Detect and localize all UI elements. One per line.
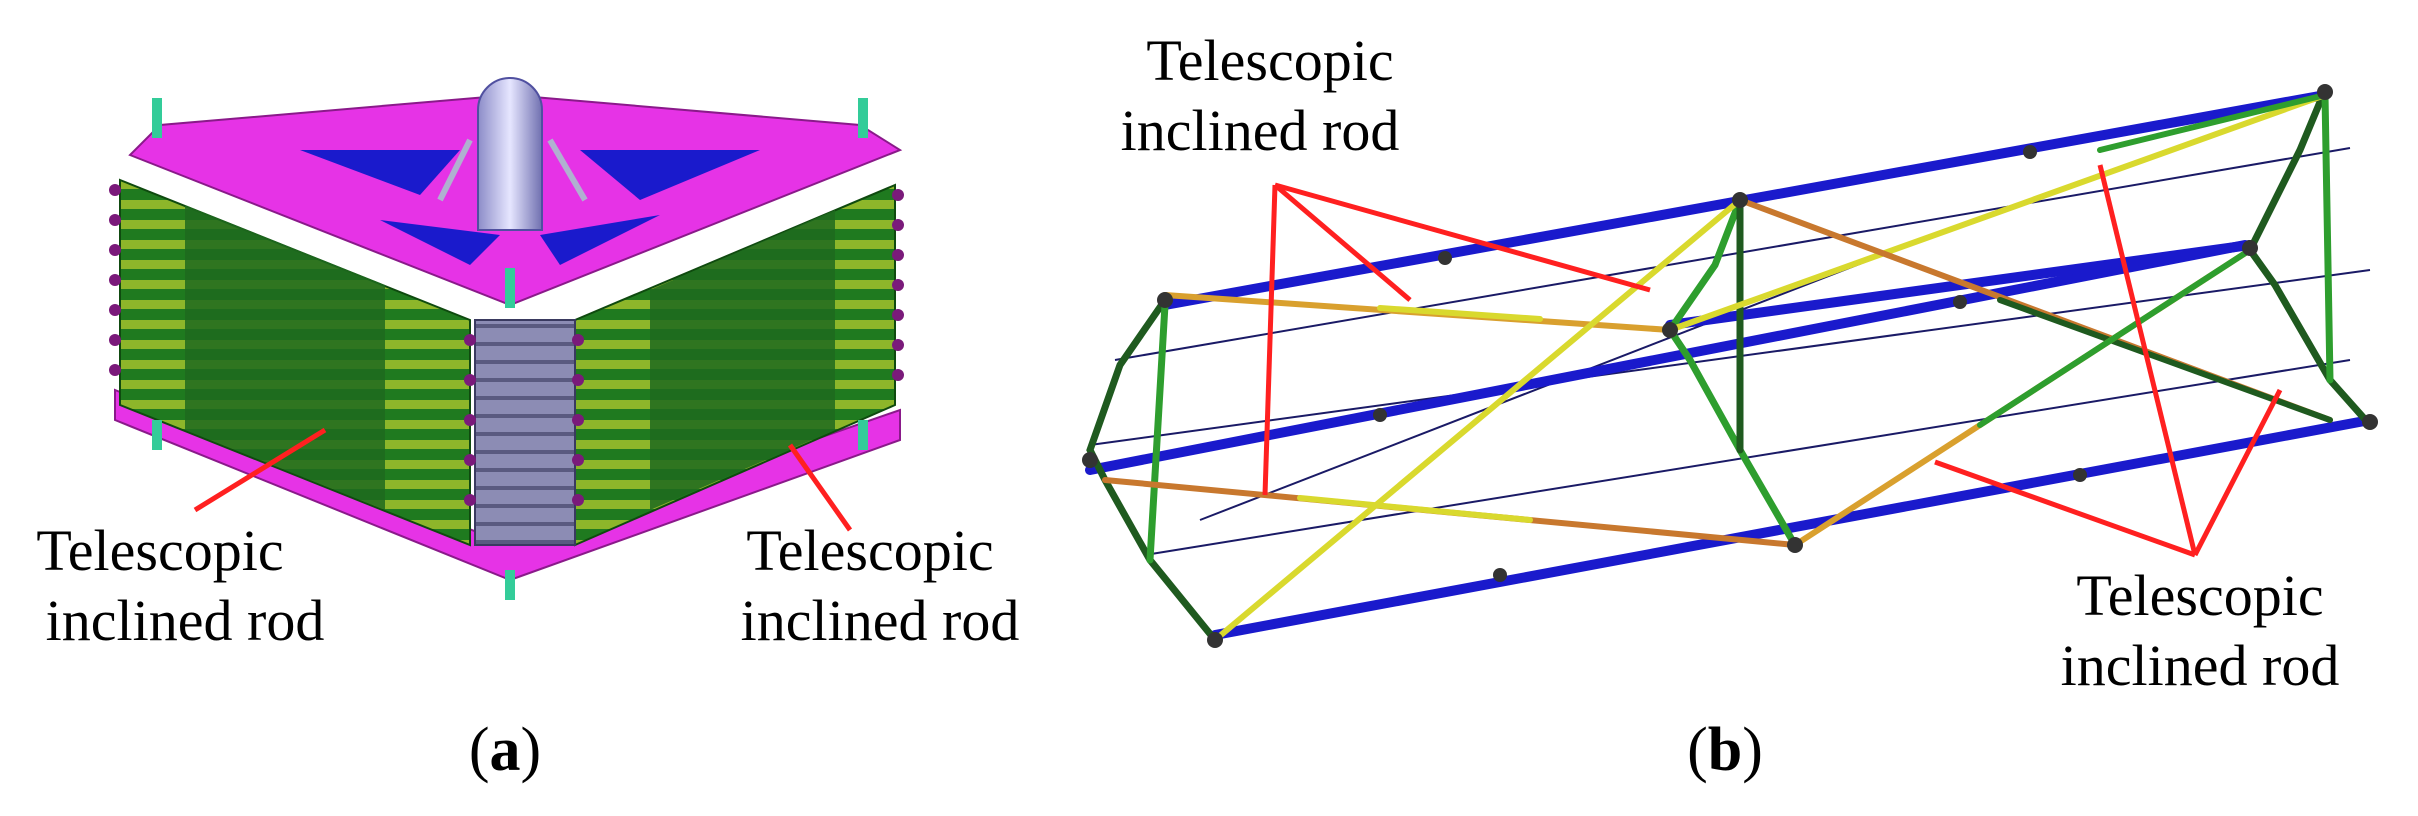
top-frame-opening-3 [380, 220, 500, 265]
truss-battens [1086, 86, 2374, 644]
top-frame-opening-2 [580, 150, 760, 200]
corner-posts [152, 98, 868, 600]
leader-lines-b [1262, 164, 2283, 558]
label-b-bottom-line1: Telescopic [2076, 563, 2323, 628]
right-panel-dark-face [650, 210, 835, 510]
panel-bolts [109, 184, 904, 506]
label-b-top-line1: Telescopic [1146, 28, 1393, 93]
top-frame-opening-4 [540, 215, 660, 265]
label-b-bottom-line2: inclined rod [2061, 633, 2340, 698]
panel-a-illustration [109, 77, 904, 600]
left-panel-dark-face [185, 205, 385, 510]
leader-line-right [787, 443, 853, 532]
caption-a: (a) [469, 716, 541, 784]
label-a-left-line2: inclined rod [46, 588, 325, 653]
caption-b: (b) [1687, 716, 1763, 784]
label-a-right-line2: inclined rod [741, 588, 1020, 653]
label-b-top-line2: inclined rod [1121, 98, 1400, 163]
panel-b-illustration [1082, 84, 2378, 648]
label-a-right-line1: Telescopic [746, 518, 993, 583]
truss-joints [1082, 84, 2378, 648]
leader-line-left [193, 427, 327, 513]
top-dome [437, 77, 588, 231]
center-column [474, 319, 576, 546]
label-a-left-line1: Telescopic [36, 518, 283, 583]
telescopic-diagonals [1102, 92, 2333, 643]
top-frame-opening-1 [300, 150, 460, 195]
